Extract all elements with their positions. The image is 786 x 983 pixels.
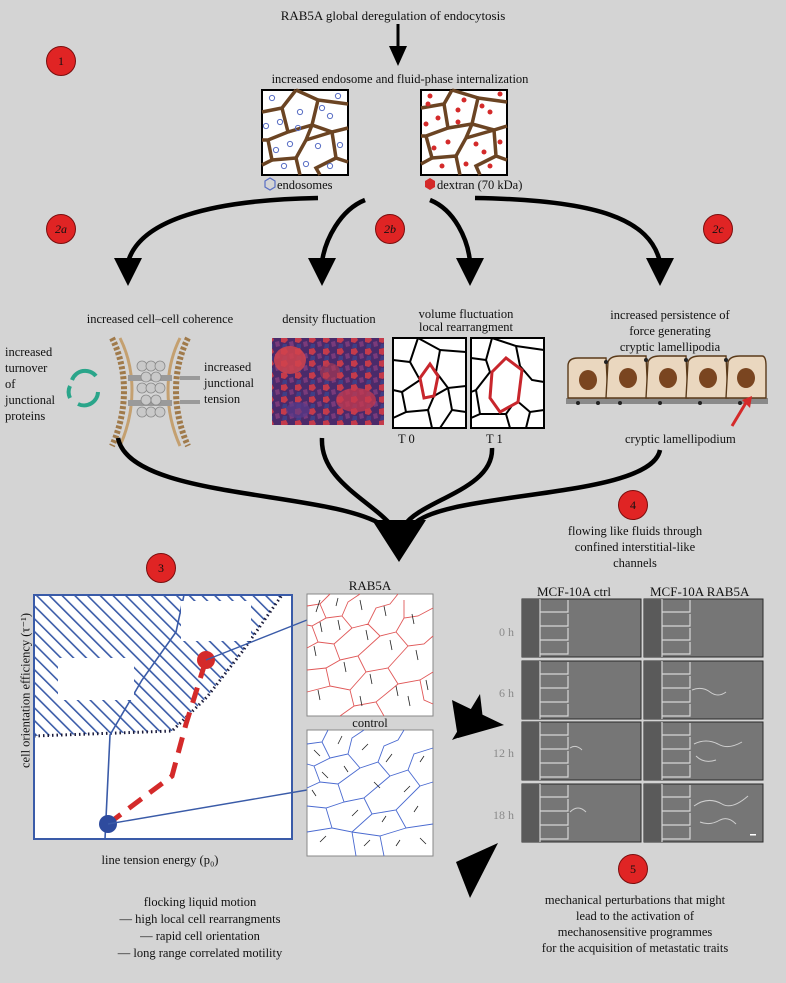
volume-panel-t0 xyxy=(392,337,467,429)
arrow-top xyxy=(389,24,407,66)
junction-illustration xyxy=(109,336,200,448)
volume-title-2: local rearrangment xyxy=(418,320,514,334)
phase-diagram xyxy=(33,594,308,840)
time-18h: 18 h xyxy=(493,808,514,822)
step3-summary: flocking liquid motion — high local cell… xyxy=(117,895,283,960)
step1-title: increased endosome and fluid-phase inter… xyxy=(271,72,529,86)
time-6h: 6 h xyxy=(499,686,514,700)
converging-arrowhead xyxy=(372,520,426,562)
control-label: control xyxy=(352,716,388,730)
step2a-title: increased cell–cell coherence xyxy=(86,312,234,326)
step-badge-5: 5 xyxy=(618,854,648,884)
control-tessellation xyxy=(306,729,434,857)
density-title: density fluctuation xyxy=(282,312,376,326)
step-badge-2c: 2c xyxy=(703,214,733,244)
recycle-icon xyxy=(66,368,100,408)
step-badge-1: 1 xyxy=(46,46,76,76)
cryptic-lamellipodium-label: cryptic lamellipodium xyxy=(625,432,736,446)
volume-title-1: volume fluctuation xyxy=(418,307,514,321)
top-title: RAB5A global deregulation of endocytosis xyxy=(280,8,506,23)
dextran-panel xyxy=(420,88,508,176)
endosome-legend-icon xyxy=(264,177,276,191)
converging-arrows xyxy=(115,437,663,528)
t1-label: T 1 xyxy=(486,432,503,446)
y-axis-label: cell orientation efficiency (τ⁻¹) xyxy=(18,613,33,768)
endosomes-label: endosomes xyxy=(277,178,333,192)
arrowhead-right xyxy=(452,700,504,738)
x-axis-label: line tension energy (p₀) xyxy=(101,853,219,867)
rab5a-label: RAB5A xyxy=(348,578,392,593)
endosome-panel xyxy=(261,88,349,176)
dextran-legend-icon xyxy=(425,178,435,190)
density-image xyxy=(272,338,384,425)
rab5a-tessellation xyxy=(306,593,434,717)
step-badge-3: 3 xyxy=(146,553,176,583)
microscopy-grid xyxy=(521,598,764,843)
time-12h: 12 h xyxy=(493,746,514,760)
time-0h: 0 h xyxy=(499,625,514,639)
liquid-label: liquid xyxy=(210,755,241,770)
cryptic-lamellipodia-illustration xyxy=(566,355,768,427)
dextran-label: dextran (70 kDa) xyxy=(437,178,523,192)
col-rab5a-label: MCF-10A RAB5A xyxy=(650,584,750,599)
col-ctrl-label: MCF-10A ctrl xyxy=(537,584,612,599)
step-badge-4: 4 xyxy=(618,490,648,520)
t0-label: T 0 xyxy=(398,432,415,446)
step-badge-2a: 2a xyxy=(46,214,76,244)
arrowhead-to-step5 xyxy=(456,843,498,898)
branch-arrowheads xyxy=(114,258,674,286)
step-badge-2b: 2b xyxy=(375,214,405,244)
volume-panel-t1 xyxy=(470,337,545,429)
